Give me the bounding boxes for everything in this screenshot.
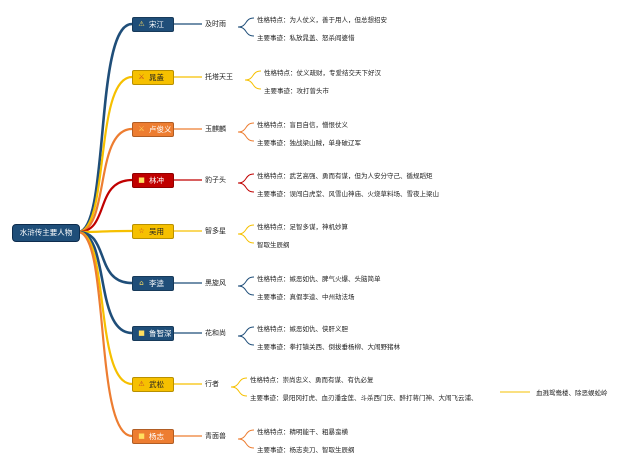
character-name: 武松 <box>149 379 164 389</box>
detail-bracket <box>244 70 262 90</box>
character-node[interactable]: ⌂ 李逵 <box>132 275 174 291</box>
character-name: 宋江 <box>149 19 164 29</box>
character-detail: 性格特点：仗义疏财，专爱结交天下好汉 <box>264 69 381 77</box>
character-icon: ■ <box>138 175 145 184</box>
character-detail: 性格特点：为人仗义，善于用人，但总想招安 <box>257 16 387 24</box>
character-node[interactable]: ■ 林冲 <box>132 172 174 188</box>
character-detail: 主要事迹：杨志卖刀、智取生辰纲 <box>257 446 355 454</box>
character-nickname: 托塔天王 <box>205 73 233 81</box>
detail-bracket <box>237 326 255 346</box>
character-nickname: 及时雨 <box>205 20 226 28</box>
detail-bracket <box>237 276 255 296</box>
character-name: 晁盖 <box>149 72 164 82</box>
character-node[interactable]: ⚠ 宋江 <box>132 16 174 32</box>
character-name: 杨志 <box>149 431 164 441</box>
detail-bracket <box>230 377 248 397</box>
character-icon: ☆ <box>138 226 145 235</box>
character-node[interactable]: ⚔ 晁盖 <box>132 69 174 85</box>
character-nickname: 青面兽 <box>205 432 226 440</box>
character-icon: ■ <box>138 328 145 337</box>
branch-line <box>77 229 133 234</box>
character-detail: 性格特点：盲目自信，憎恨仗义 <box>257 121 348 129</box>
character-icon: ⚠ <box>138 19 145 28</box>
character-nickname: 黑旋风 <box>205 279 226 287</box>
character-node[interactable]: ■ 鲁智深 <box>132 325 174 341</box>
character-nickname: 行者 <box>205 380 219 388</box>
character-icon: ⚔ <box>138 124 145 133</box>
branch-line <box>77 127 133 234</box>
character-name: 林冲 <box>149 175 164 185</box>
character-detail: 主要事迹：拳打镇关西、倒拔垂杨柳、大闹野猪林 <box>257 343 400 351</box>
character-detail: 性格特点：武艺高强、勇而有谋，但为人安分守己、循规蹈矩 <box>257 172 433 180</box>
character-detail: 性格特点：嫉恶如仇、脾气火爆、头脑简单 <box>257 275 381 283</box>
character-detail: 性格特点：足智多谋，神机妙算 <box>257 223 348 231</box>
character-node[interactable]: ☆ 吴用 <box>132 223 174 239</box>
detail-bracket <box>237 17 255 37</box>
detail-bracket <box>237 429 255 449</box>
character-detail: 性格特点：崇尚忠义、勇而有谋、有仇必复 <box>250 376 374 384</box>
character-name: 李逵 <box>149 278 164 288</box>
character-detail: 智取生辰纲 <box>257 241 290 249</box>
character-name: 鲁智深 <box>149 328 172 338</box>
character-detail: 主要事迹：景阳冈打虎、血刃潘金莲、斗杀西门庆、醉打蒋门神、大闹飞云浦、 <box>250 394 478 402</box>
character-icon: ⌂ <box>139 278 144 287</box>
character-detail: 主要事迹：误闯白虎堂、风雪山神庙、火烧草料场、雪夜上梁山 <box>257 190 439 198</box>
character-node[interactable]: ⚠ 武松 <box>132 376 174 392</box>
character-detail: 主要事迹：私放晁盖、怒杀阎婆惜 <box>257 34 355 42</box>
character-nickname: 玉麒麟 <box>205 125 226 133</box>
detail-bracket <box>237 122 255 142</box>
character-node[interactable]: ■ 杨志 <box>132 428 174 444</box>
character-detail-continued: 血溅鸳鸯楼、除恶蜈蚣岭 <box>536 389 608 397</box>
character-icon: ⚔ <box>138 72 145 81</box>
branch-line <box>77 22 133 234</box>
root-node[interactable]: 水浒传主要人物 <box>12 224 80 242</box>
character-detail: 主要事迹：攻打曾头市 <box>264 87 329 95</box>
character-detail: 主要事迹：独战梁山贼，单身破辽军 <box>257 139 361 147</box>
branch-line <box>77 75 133 234</box>
character-detail: 性格特点：嫉恶如仇、侠肝义胆 <box>257 325 348 333</box>
character-node[interactable]: ⚔ 卢俊义 <box>132 121 174 137</box>
branch-line <box>77 230 133 438</box>
branch-line <box>77 230 133 285</box>
character-nickname: 豹子头 <box>205 176 226 184</box>
character-detail: 性格特点：精明能干、粗暴蛮横 <box>257 428 348 436</box>
character-icon: ■ <box>138 431 145 440</box>
character-icon: ⚠ <box>138 379 145 388</box>
character-name: 吴用 <box>149 226 164 236</box>
character-nickname: 智多星 <box>205 227 226 235</box>
branch-line <box>77 178 133 234</box>
character-name: 卢俊义 <box>149 124 172 134</box>
detail-bracket <box>237 173 255 193</box>
character-nickname: 花和尚 <box>205 329 226 337</box>
detail-bracket <box>237 224 255 244</box>
character-detail: 主要事迹：真假李逵、中州劫法场 <box>257 293 355 301</box>
